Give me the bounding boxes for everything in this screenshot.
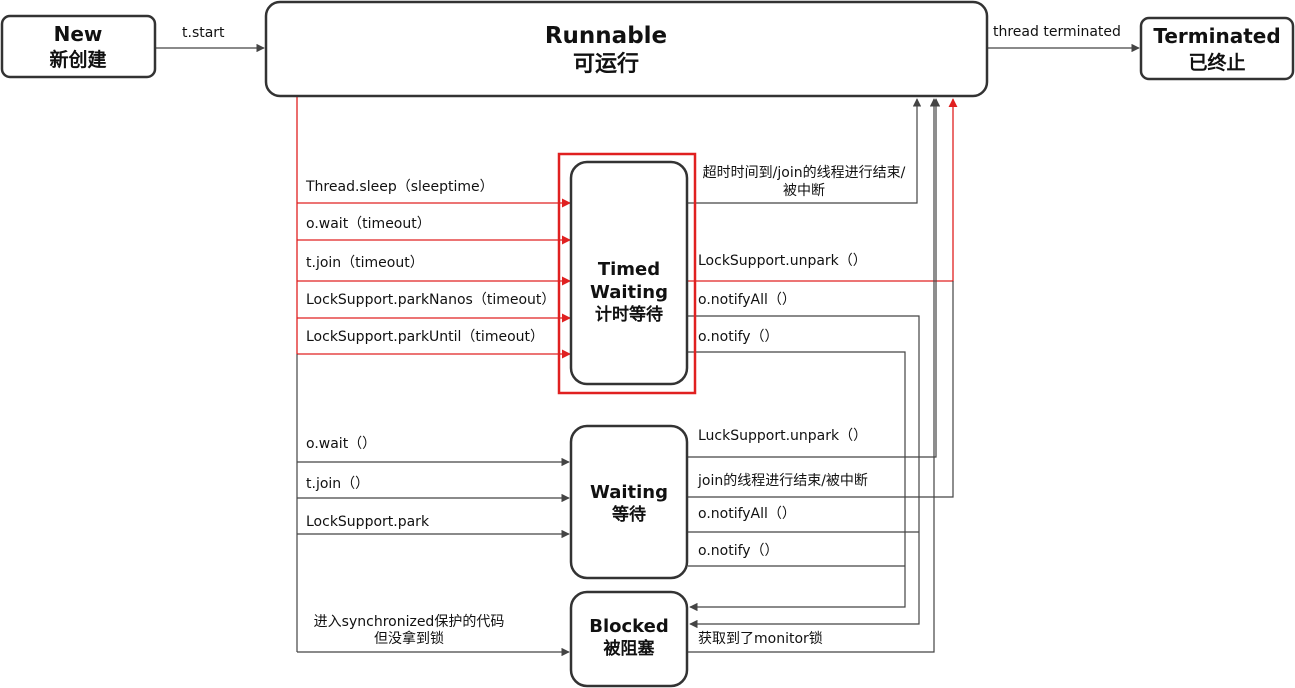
state-runnable-en: Runnable	[545, 23, 667, 49]
label-tw-notifyall: o.notifyAll（）	[698, 292, 796, 308]
state-blocked: Blocked 被阻塞	[569, 590, 689, 688]
label-join-timeout: t.join（timeout）	[306, 255, 424, 271]
state-new: New 新创建	[0, 14, 157, 79]
state-terminated-en: Terminated	[1153, 24, 1280, 48]
state-new-en: New	[54, 22, 103, 46]
state-terminated-zh: 已终止	[1188, 51, 1245, 74]
label-parkuntil: LockSupport.parkUntil（timeout）	[306, 329, 544, 345]
state-waiting: Waiting 等待	[569, 424, 689, 580]
state-timed-waiting-en1: Timed	[598, 259, 660, 280]
arrow-waiting-unpark-to-runnable	[688, 98, 941, 458]
label-monitor-lock: 获取到了monitor锁	[698, 631, 823, 647]
label-w-notifyall: o.notifyAll（）	[698, 506, 796, 522]
arrow-waiting-join-to-runnable	[688, 281, 954, 498]
timed-waiting-highlight	[557, 152, 697, 395]
state-runnable-zh: 可运行	[573, 51, 639, 77]
label-timeout-line2: 被中断	[783, 183, 825, 199]
state-terminated: Terminated 已终止	[1139, 16, 1295, 81]
state-new-zh: 新创建	[49, 48, 106, 71]
label-park: LockSupport.park	[306, 514, 430, 530]
arrow-blocked-to-runnable	[688, 98, 939, 653]
state-timed-waiting-zh: 计时等待	[595, 304, 663, 325]
state-waiting-zh: 等待	[612, 504, 646, 525]
state-runnable: Runnable 可运行	[264, 0, 989, 98]
state-blocked-en: Blocked	[589, 616, 669, 637]
label-w-join-end: join的线程进行结束/被中断	[697, 473, 868, 489]
label-thread-terminated: thread terminated	[993, 24, 1121, 40]
label-timeout-line1: 超时时间到/join的线程进行结束/	[703, 165, 906, 181]
label-join: t.join（）	[306, 476, 369, 492]
state-waiting-en: Waiting	[590, 482, 668, 503]
label-thread-sleep: Thread.sleep（sleeptime）	[305, 179, 494, 195]
state-timed-waiting-en2: Waiting	[590, 282, 668, 303]
state-blocked-zh: 被阻塞	[604, 638, 656, 659]
label-w-unpark: LuckSupport.unpark（）	[698, 428, 867, 444]
label-w-notify: o.notify（）	[698, 543, 779, 559]
label-sync-line1: 进入synchronized保护的代码	[314, 614, 505, 630]
label-t-start: t.start	[182, 25, 225, 41]
state-timed-waiting: Timed Waiting 计时等待	[557, 152, 697, 395]
label-tw-notify: o.notify（）	[698, 329, 779, 345]
arrow-notifyall-to-blocked	[688, 315, 920, 629]
label-wait: o.wait（）	[306, 436, 376, 452]
arrow-timeout-to-runnable	[688, 98, 922, 204]
label-parknanos: LockSupport.parkNanos（timeout）	[306, 292, 555, 308]
label-tw-unpark: LockSupport.unpark（）	[698, 253, 867, 269]
label-sync-line2: 但没拿到锁	[374, 630, 444, 647]
arrow-notify-to-blocked	[688, 351, 906, 612]
label-wait-timeout: o.wait（timeout）	[306, 216, 431, 232]
